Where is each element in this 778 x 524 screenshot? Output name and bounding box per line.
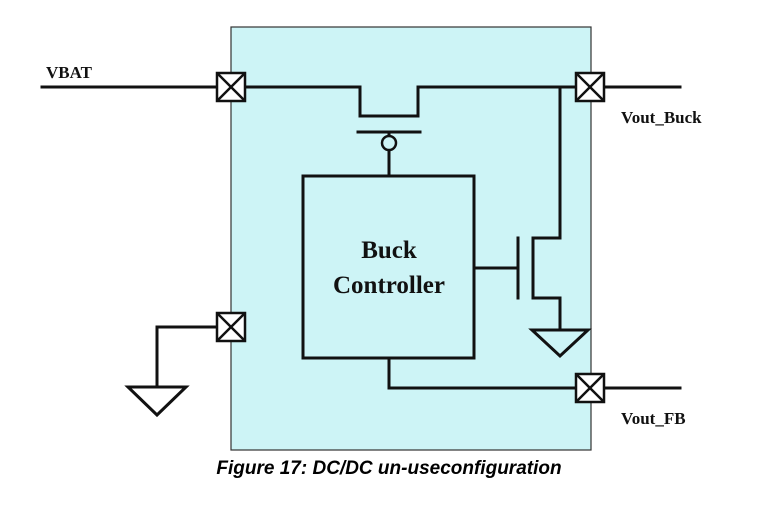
external-ground-symbol <box>124 385 190 418</box>
controller-label-line1: Buck <box>361 237 417 264</box>
nmos-source-wire <box>531 296 562 332</box>
pmos-to-vout-buck-wire <box>416 85 592 118</box>
nmos-drain-wire <box>531 85 562 240</box>
nmos-ground-symbol <box>528 328 592 359</box>
vbat-label: VBAT <box>46 63 93 82</box>
figure-caption: Figure 17: DC/DC un-useconfiguration <box>216 458 562 479</box>
pin-vout-fb-icon <box>574 372 606 404</box>
pin-gnd-icon <box>215 311 247 343</box>
vout-buck-label: Vout_Buck <box>621 108 702 127</box>
pin-vbat-icon <box>215 71 247 103</box>
vout-fb-label: Vout_FB <box>621 409 686 428</box>
feedback-wire <box>387 356 592 390</box>
buck-controller-block <box>301 174 476 360</box>
pin-vout-buck-icon <box>574 71 606 103</box>
gnd-pin-wire <box>155 325 233 389</box>
controller-label-line2: Controller <box>333 272 445 299</box>
vbat-to-pmos-wire <box>229 85 362 118</box>
pmos-gate-bubble <box>380 134 398 152</box>
